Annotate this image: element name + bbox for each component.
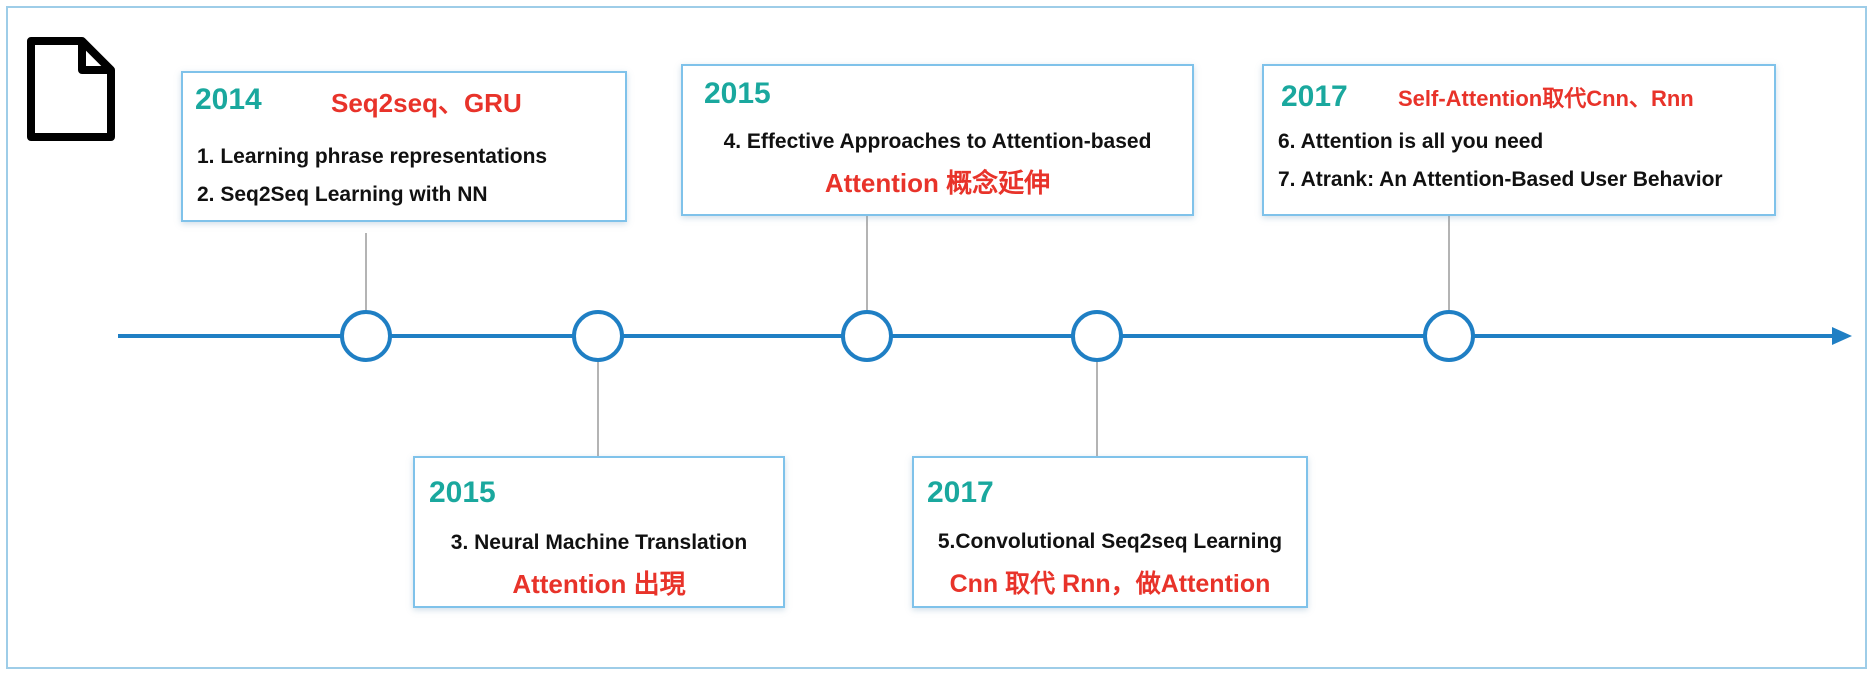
timeline-node-4 [1071, 310, 1123, 362]
paper-item: 3. Neural Machine Translation [450, 531, 748, 554]
milestone-highlight: Attention 概念延伸 [824, 168, 1051, 198]
paper-item: 1. Learning phrase representations [197, 145, 548, 168]
milestone-highlight: Self-Attention取代Cnn、Rnn [1398, 86, 1694, 111]
paper-item: 6. Attention is all you need [1278, 130, 1544, 153]
timeline-node-2 [572, 310, 624, 362]
milestone-card-2017-a: 2017 5.Convolutional Seq2seq Learning Cn… [912, 456, 1308, 608]
milestone-highlight: Attention 出現 [512, 569, 686, 599]
milestone-year: 2014 [195, 83, 262, 116]
paper-item: 5.Convolutional Seq2seq Learning [937, 530, 1283, 553]
milestone-card-2014: 2014 Seq2seq、GRU 1. Learning phrase repr… [181, 71, 627, 222]
diagram-frame [6, 6, 1867, 669]
timeline-arrowhead [1832, 327, 1852, 345]
timeline-node-5 [1423, 310, 1475, 362]
milestone-year: 2017 [927, 476, 994, 509]
milestone-card-2017-b: 2017 Self-Attention取代Cnn、Rnn 6. Attentio… [1262, 64, 1776, 216]
paper-item: 2. Seq2Seq Learning with NN [197, 183, 488, 206]
milestone-card-2015-b: 2015 4. Effective Approaches to Attentio… [681, 64, 1194, 216]
milestone-card-2015-a: 2015 3. Neural Machine Translation Atten… [413, 456, 785, 608]
timeline-node-3 [841, 310, 893, 362]
milestone-highlight: Seq2seq、GRU [331, 88, 522, 118]
document-icon [26, 36, 116, 147]
milestone-year: 2015 [704, 77, 771, 110]
timeline-node-1 [340, 310, 392, 362]
milestone-year: 2015 [429, 476, 496, 509]
paper-item: 7. Atrank: An Attention-Based User Behav… [1278, 168, 1723, 191]
milestone-highlight: Cnn 取代 Rnn，做Attention [949, 570, 1271, 598]
milestone-year: 2017 [1281, 80, 1348, 113]
paper-item: 4. Effective Approaches to Attention-bas… [723, 130, 1152, 153]
